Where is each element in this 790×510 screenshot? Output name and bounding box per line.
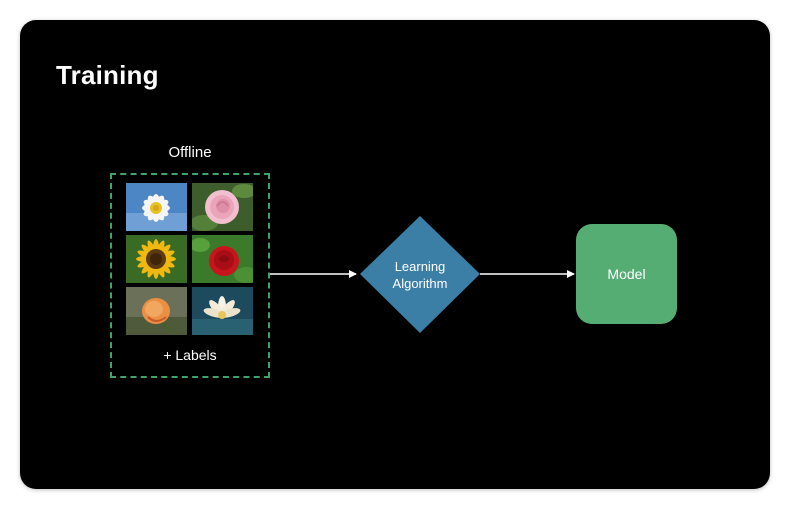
sunflower-image <box>126 235 187 283</box>
learning-algorithm-diamond <box>360 216 480 333</box>
flow-diagram <box>270 216 575 333</box>
training-dataset-box: + Labels <box>110 173 270 378</box>
slide: Training Offline <box>20 20 770 489</box>
model-label: Model <box>607 266 646 282</box>
labels-caption: + Labels <box>163 347 217 363</box>
slide-title: Training <box>56 60 159 90</box>
red-rose-image <box>192 235 253 283</box>
peach-rose-image <box>126 287 187 335</box>
algorithm-label-line1: Learning <box>394 259 446 274</box>
water-lily-image <box>192 287 253 335</box>
learning-algorithm-label: Learning Algorithm <box>360 258 480 292</box>
pink-rose-image <box>192 183 253 231</box>
daisy-image <box>126 183 187 231</box>
algorithm-label-line2: Algorithm <box>392 276 448 291</box>
model-box: Model <box>576 224 677 324</box>
offline-label: Offline <box>168 144 212 161</box>
